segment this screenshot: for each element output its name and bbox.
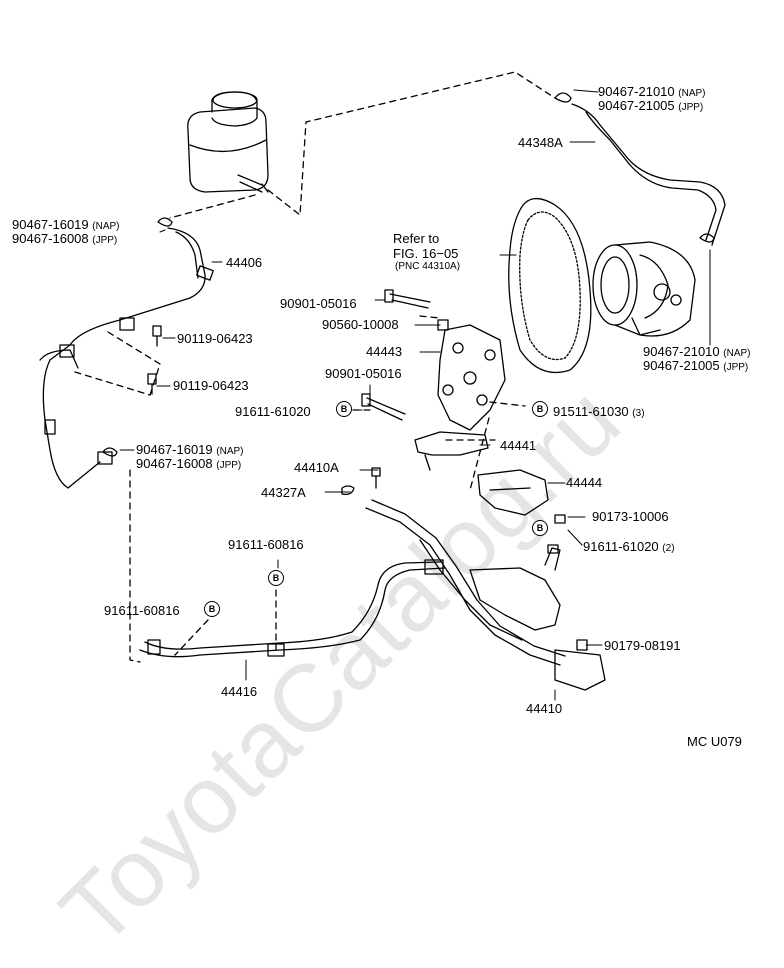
badge-b: B — [204, 601, 220, 617]
label-clamp-top-jpp[interactable]: 90467-21005 (JPP) — [598, 98, 704, 114]
hose-44348A-drawing — [571, 103, 726, 246]
belt-drawing — [508, 198, 592, 374]
label-bolt-90119-b[interactable]: 90119-06423 — [173, 378, 249, 393]
hose-44406-drawing — [39, 227, 214, 489]
label-44410A[interactable]: 44410A — [294, 460, 339, 475]
bracket-44441-drawing — [414, 431, 489, 471]
label-44441[interactable]: 44441 — [500, 438, 537, 453]
label-bolt-91511-61030[interactable]: 91511-61030 (3) — [553, 404, 645, 420]
label-bolt-91611-61020-2[interactable]: 91611-61020 (2) — [583, 539, 675, 555]
label-44327A[interactable]: 44327A — [261, 485, 306, 500]
label-44443[interactable]: 44443 — [366, 344, 403, 359]
label-44444[interactable]: 44444 — [566, 475, 603, 490]
label-44410[interactable]: 44410 — [526, 701, 563, 716]
reference-dashed-lines — [74, 71, 556, 663]
leader-lines — [119, 89, 711, 701]
label-nut-90560[interactable]: 90560-10008 — [322, 317, 399, 332]
refer-line1: Refer to — [393, 231, 440, 246]
label-clamp-res-nap[interactable]: 90467-16019 (NAP) — [12, 217, 120, 233]
return-line-44416-drawing — [139, 559, 446, 658]
badge-b: B — [532, 401, 548, 417]
label-bolt-90901-top[interactable]: 90901-05016 — [280, 296, 357, 311]
refer-line2[interactable]: FIG. 16−05 — [393, 246, 459, 261]
figure-code: MC U079 — [687, 734, 742, 749]
label-clamp-pump-jpp[interactable]: 90467-21005 (JPP) — [643, 358, 749, 374]
label-44406[interactable]: 44406 — [226, 255, 263, 270]
bracket-44444-drawing — [477, 469, 549, 516]
label-bolt-91611-60816-top[interactable]: 91611-60816 — [228, 537, 304, 552]
reservoir-drawing — [187, 91, 269, 193]
label-clamp-low-jpp[interactable]: 90467-16008 (JPP) — [136, 456, 242, 472]
badge-b: B — [268, 570, 284, 586]
label-bolt-90901-mid[interactable]: 90901-05016 — [325, 366, 402, 381]
bracket-44443-drawing — [437, 324, 506, 431]
badge-b: B — [336, 401, 352, 417]
label-clamp-res-jpp[interactable]: 90467-16008 (JPP) — [12, 231, 118, 247]
label-44416[interactable]: 44416 — [221, 684, 258, 699]
label-nut-90179[interactable]: 90179-08191 — [604, 638, 681, 653]
label-clamp-pump-nap[interactable]: 90467-21010 (NAP) — [643, 344, 751, 360]
refer-pnc: (PNC 44310A) — [395, 261, 461, 272]
label-clamp-low-nap[interactable]: 90467-16019 (NAP) — [136, 442, 244, 458]
pump-drawing — [592, 241, 696, 337]
gear-box-drawing — [469, 544, 561, 631]
label-clamp-top-nap[interactable]: 90467-21010 (NAP) — [598, 84, 706, 100]
badge-b: B — [532, 520, 548, 536]
label-bolt-91611-60816-left[interactable]: 91611-60816 — [104, 603, 180, 618]
label-bolt-90119-a[interactable]: 90119-06423 — [177, 331, 253, 346]
label-nut-90173[interactable]: 90173-10006 — [592, 509, 669, 524]
label-bolt-91611-61020[interactable]: 91611-61020 — [235, 404, 311, 419]
label-44348A[interactable]: 44348A — [518, 135, 563, 150]
